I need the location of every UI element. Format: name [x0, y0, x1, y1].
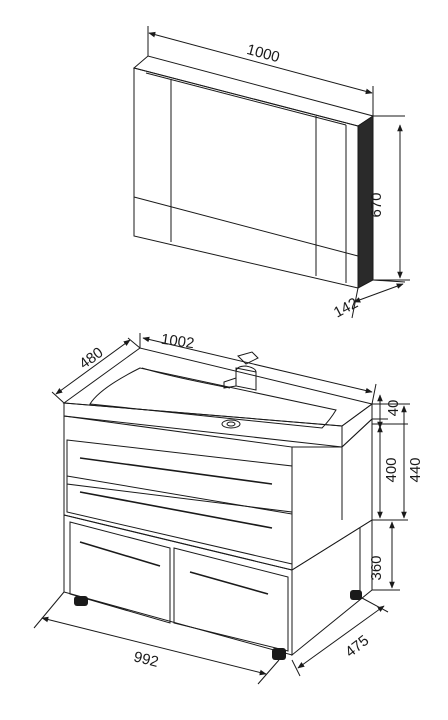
- base-height-label: 360: [368, 555, 385, 580]
- mirror-depth-label: 142: [331, 295, 361, 322]
- basin-thickness-label: 40: [385, 400, 402, 417]
- basin-depth-dimension: 480: [51, 337, 141, 404]
- base-width-dimension: 992: [33, 591, 280, 685]
- mirror-height-label: 670: [368, 192, 385, 217]
- drawer-block-height-dimension: 400: [372, 423, 408, 521]
- vanity-unit: [62, 347, 374, 660]
- top-total-height-label: 440: [407, 457, 424, 482]
- basin-depth-label: 480: [76, 344, 106, 372]
- mirror-depth-dimension: 142: [331, 279, 406, 322]
- base-height-dimension: 360: [368, 521, 400, 591]
- mirror-height-dimension: 670: [368, 115, 410, 281]
- mirror-width-label: 1000: [245, 41, 282, 66]
- base-depth-label: 475: [342, 632, 372, 661]
- drawer-block-height-label: 400: [383, 457, 400, 482]
- top-total-height-dimension: 440: [388, 403, 424, 519]
- caster-wheels: [74, 590, 362, 660]
- mirror-cabinet: [132, 55, 375, 289]
- basin-thickness-dimension: 40: [372, 394, 402, 429]
- base-width-label: 992: [132, 648, 160, 671]
- basin-width-label: 1002: [160, 331, 195, 352]
- basin-width-dimension: 1002: [139, 331, 377, 405]
- base-depth-dimension: 475: [291, 597, 389, 677]
